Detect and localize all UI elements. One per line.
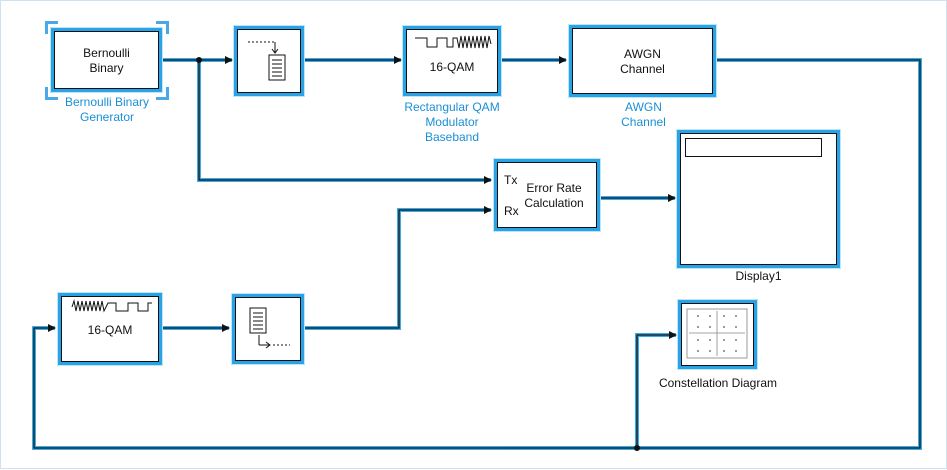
- bernoulli-label-2: Binary: [89, 61, 124, 75]
- error-rate-label-1: Error Rate: [526, 181, 582, 195]
- branch-point-1: [196, 57, 202, 63]
- buffer-icon: [249, 307, 290, 349]
- bernoulli-binary-block[interactable]: Bernoulli Binary: [54, 31, 159, 89]
- branch-point-2: [634, 445, 640, 451]
- qam-mod-label: 16-QAM: [429, 60, 475, 74]
- bernoulli-caption: Bernoulli Binary Generator: [64, 95, 150, 124]
- qam-modulator-block[interactable]: 16-QAM: [406, 29, 498, 93]
- port-rx: Rx: [504, 204, 519, 218]
- port-tx: Tx: [504, 173, 518, 187]
- qam-demodulator-block[interactable]: 16-QAM: [61, 296, 159, 362]
- display-block[interactable]: [680, 133, 837, 265]
- display-readout-field: [685, 138, 822, 157]
- selection-corner: [45, 87, 58, 100]
- display-caption: Display1: [735, 269, 782, 283]
- constellation-icon: [686, 308, 748, 359]
- unbuffer-block[interactable]: [237, 29, 301, 93]
- error-rate-label-2: Calculation: [524, 196, 584, 210]
- constellation-diagram-block[interactable]: [681, 303, 754, 366]
- constellation-caption: Constellation Diagram: [658, 376, 778, 390]
- demodulated-wave-icon: [71, 299, 152, 313]
- selection-corner: [156, 87, 169, 100]
- qam-mod-caption: Rectangular QAM Modulator Baseband: [404, 100, 500, 144]
- awgn-label-2: Channel: [620, 62, 665, 76]
- line-branch-to-constellation: [636, 331, 677, 448]
- bernoulli-label-1: Bernoulli: [83, 46, 130, 60]
- modulated-wave-icon: [415, 35, 492, 49]
- awgn-channel-block[interactable]: AWGN Channel: [572, 28, 713, 94]
- selection-corner: [156, 21, 169, 34]
- buffer-block[interactable]: [235, 297, 301, 361]
- selection-corner: [45, 21, 58, 34]
- line-awgn-to-demod: [33, 59, 921, 449]
- error-rate-calculation-block[interactable]: Tx Rx Error Rate Calculation: [497, 162, 597, 228]
- unbuffer-icon: [248, 41, 286, 81]
- awgn-caption: AWGN Channel: [621, 100, 666, 129]
- awgn-label-1: AWGN: [624, 47, 661, 61]
- line-branch-to-tx: [198, 60, 492, 184]
- qam-demod-label: 16-QAM: [87, 323, 133, 337]
- line-buffer-to-rx: [301, 206, 492, 329]
